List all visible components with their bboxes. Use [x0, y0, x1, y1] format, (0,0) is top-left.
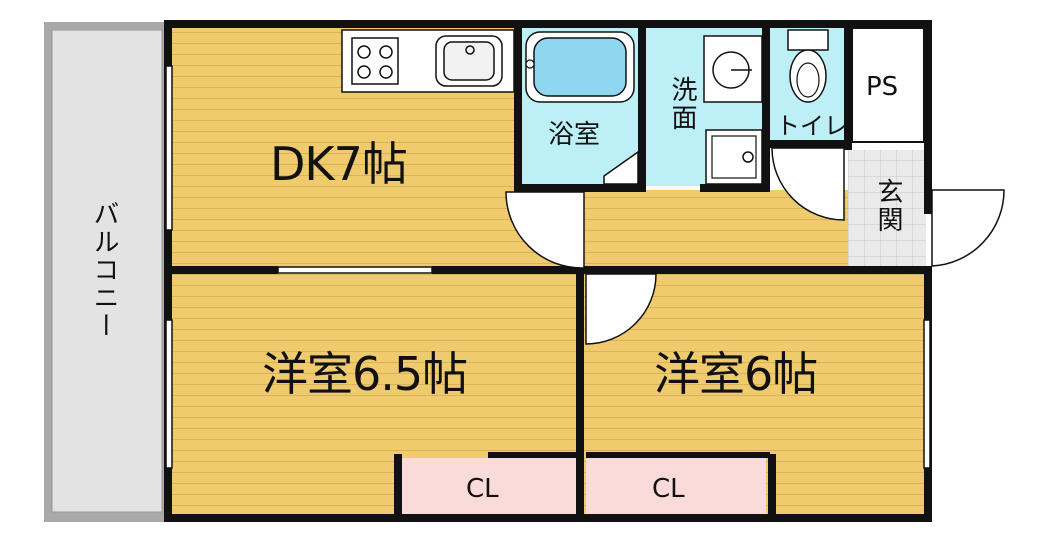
washing-machine-pan-icon — [705, 129, 763, 185]
stove-icon — [351, 37, 399, 85]
bath-door — [603, 150, 639, 185]
windows — [165, 65, 931, 469]
room-label-closet-1: CL — [466, 474, 499, 504]
toilet-icon — [787, 29, 829, 103]
bathtub-icon — [525, 31, 635, 103]
room-label-entrance: 玄関 — [873, 178, 903, 234]
closet1-floor — [402, 458, 580, 514]
room-label-dk: DK7帖 — [270, 137, 408, 191]
room-label-ps: PS — [866, 72, 899, 102]
ps-floor — [852, 28, 922, 142]
kitchen-counter — [341, 29, 515, 93]
room-label-balcony: バルコニー — [89, 200, 119, 340]
sliding-door-dk — [277, 266, 433, 274]
room-label-bath: 浴室 — [548, 120, 601, 150]
room-label-closet-2: CL — [652, 474, 685, 504]
ps-box — [851, 27, 925, 143]
room-label-washroom: 洗面 — [667, 76, 697, 132]
doors — [505, 147, 1005, 345]
western2-window — [923, 319, 931, 469]
room-label-western-2: 洋室6帖 — [654, 347, 818, 401]
balcony — [44, 22, 166, 522]
dk-door — [505, 191, 585, 269]
walls — [164, 20, 932, 522]
entrance-floor — [848, 150, 926, 268]
western2-door — [585, 273, 657, 345]
dk-window — [165, 65, 173, 231]
room-label-western-1: 洋室6.5帖 — [262, 347, 468, 401]
sink-icon — [435, 35, 503, 87]
western1-window — [165, 319, 173, 469]
toilet-door — [771, 147, 845, 221]
closet2-floor — [586, 458, 766, 514]
washbasin-icon — [703, 35, 763, 103]
front-door — [931, 189, 1005, 267]
room-label-toilet: トイレ — [776, 112, 848, 140]
